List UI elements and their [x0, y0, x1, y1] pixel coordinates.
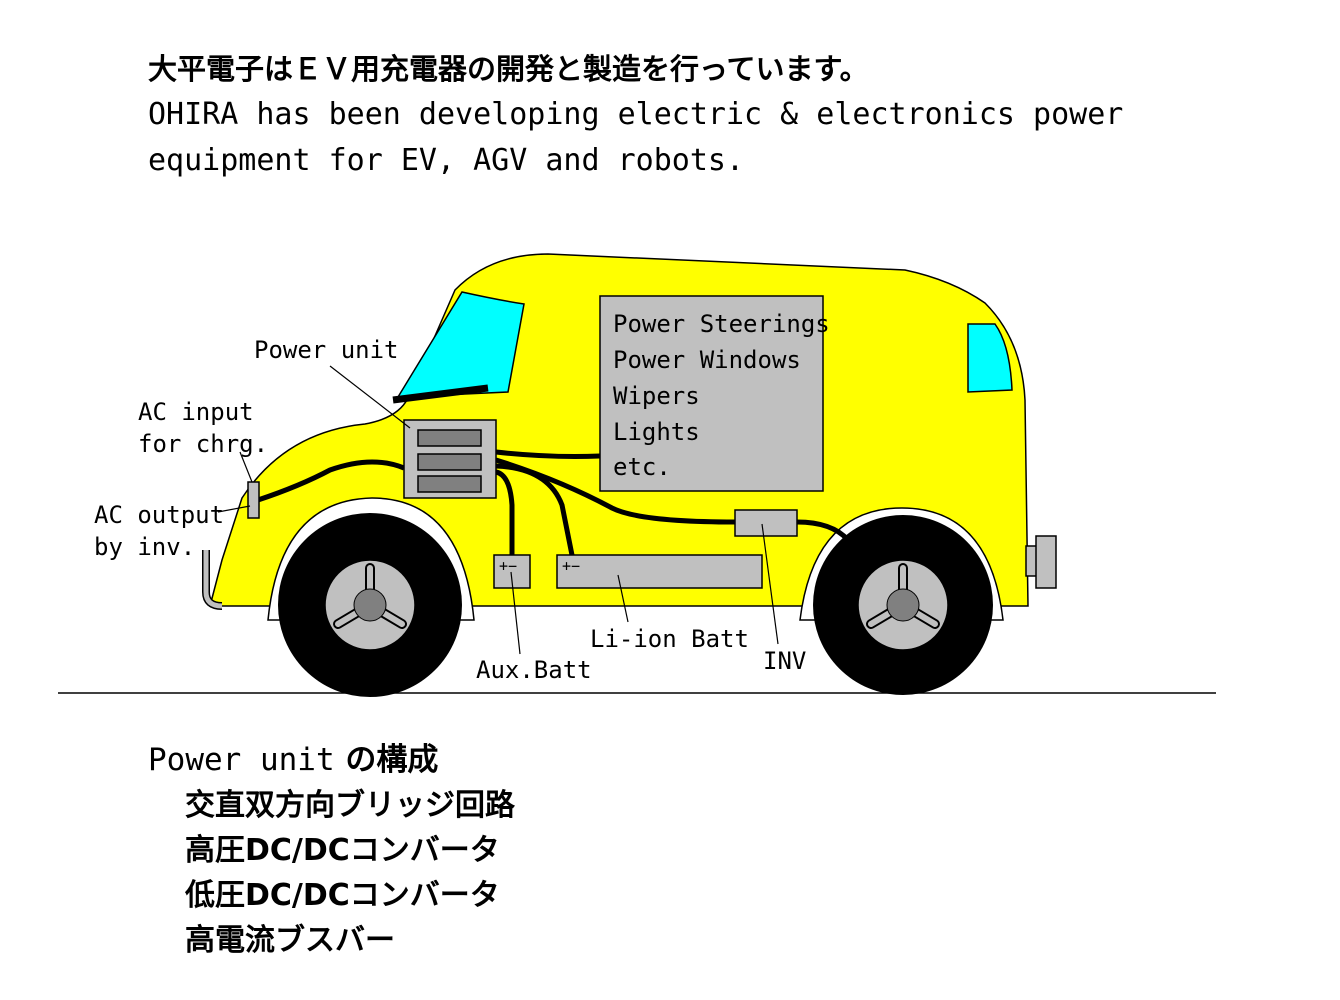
- panel-item: Power Steerings: [613, 310, 830, 338]
- label-aux-batt: Aux.Batt: [476, 656, 592, 684]
- intro-text: 大平電子はＥＶ用充電器の開発と製造を行っています。 OHIRA has been…: [148, 46, 1123, 184]
- label-ac-input-2: for chrg.: [138, 430, 268, 458]
- composition-heading-jp: の構成: [334, 742, 439, 778]
- composition-item: 低圧DC/DCコンバータ: [185, 878, 500, 913]
- power-unit-module: [417, 453, 482, 471]
- component-labels: Power unit AC input for chrg. AC output …: [94, 336, 806, 684]
- panel-item: Lights: [613, 418, 700, 446]
- power-unit-module: [417, 429, 482, 447]
- panel-item: Wipers: [613, 382, 700, 410]
- wiper: [392, 384, 489, 404]
- intro-line-english-1: OHIRA has been developing electric & ele…: [148, 97, 1124, 132]
- inverter: [734, 509, 798, 537]
- cable-power-unit-to-inv: [495, 457, 736, 525]
- composition-item: 高圧DC/DCコンバータ: [185, 833, 500, 868]
- panel-item: Power Windows: [613, 346, 801, 374]
- rear-window: [967, 323, 1013, 393]
- li-ion-battery-terminals: +−: [562, 557, 580, 575]
- composition-item: 高電流ブスバー: [185, 923, 395, 958]
- label-ac-output-2: by inv.: [94, 533, 195, 561]
- panel-item: etc.: [613, 453, 671, 481]
- leader-lines: [217, 365, 779, 655]
- accessories-list: Power Steerings Power Windows Wipers Lig…: [613, 310, 830, 481]
- rear-wheel: [278, 513, 462, 697]
- front-bumper: [1035, 535, 1057, 589]
- composition-list: 交直双方向ブリッジ回路 高圧DC/DCコンバータ 低圧DC/DCコンバータ 高電…: [148, 783, 515, 963]
- cable-power-unit-to-aux: [495, 469, 515, 555]
- cable-power-unit-to-li: [495, 463, 575, 556]
- accessories-panel: [599, 295, 824, 492]
- composition-heading-en: Power unit: [148, 742, 335, 778]
- label-power-unit: Power unit: [254, 336, 399, 364]
- rear-bumper-inner: [203, 550, 223, 609]
- composition-heading: Power unit の構成: [148, 737, 515, 783]
- label-ac-input: AC input: [138, 398, 254, 426]
- cable-ac-to-power-unit: [257, 459, 405, 503]
- intro-line-japanese: 大平電子はＥＶ用充電器の開発と製造を行っています。: [148, 52, 869, 86]
- power-unit-composition: Power unit の構成 交直双方向ブリッジ回路 高圧DC/DCコンバータ …: [148, 737, 515, 963]
- aux-battery-terminals: +−: [499, 557, 517, 575]
- composition-item: 交直双方向ブリッジ回路: [185, 788, 515, 823]
- label-inv: INV: [763, 647, 806, 675]
- ac-connector: [247, 481, 260, 519]
- label-ac-output: AC output: [94, 501, 224, 529]
- cable-power-unit-to-panel: [495, 449, 601, 459]
- windshield: [396, 291, 525, 398]
- li-ion-battery: [556, 554, 763, 589]
- intro-line-english-2: equipment for EV, AGV and robots.: [148, 143, 745, 178]
- power-unit-module: [417, 475, 482, 493]
- label-li-ion-batt: Li-ion Batt: [590, 625, 749, 653]
- wiring: [257, 449, 850, 556]
- front-wheel: [813, 515, 993, 695]
